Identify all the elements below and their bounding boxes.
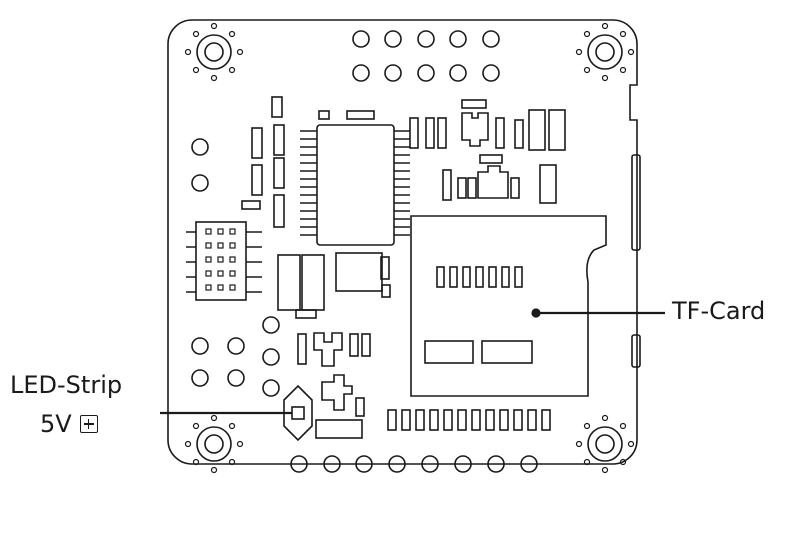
plus-in-box-icon: [79, 415, 98, 433]
led-strip-label: LED-Strip: [10, 371, 123, 399]
right-edge-connector-lower: [631, 334, 641, 368]
tf-card-slot: [410, 215, 607, 397]
led-voltage-row: 5V: [40, 412, 98, 436]
led-voltage-label: 5V: [40, 410, 72, 438]
main-ic-chip: [300, 110, 410, 246]
mount-hole-bottom-left: [196, 426, 232, 462]
mount-hole-top-right: [587, 34, 623, 70]
mount-hole-bottom-right: [587, 426, 623, 462]
mount-hole-vias: [184, 22, 635, 474]
top-pad-row-1: [352, 30, 500, 48]
callout-lines: [160, 308, 665, 415]
mount-hole-top-left: [196, 34, 232, 70]
lower-left-components: [297, 332, 371, 439]
tf-card-label: TF-Card: [672, 297, 766, 325]
left-side-pads: [191, 138, 280, 397]
bottom-smd-row: [387, 409, 551, 431]
tf-card-callout-dot: [531, 308, 541, 318]
tf-card-pins: [436, 266, 523, 288]
board-outline: [167, 19, 638, 465]
middle-passive-components: [277, 252, 391, 319]
left-smd-components: [241, 96, 285, 228]
right-edge-connector-upper: [631, 154, 641, 251]
upper-right-components: [409, 99, 566, 204]
bottom-pad-row: [290, 455, 538, 473]
pin-header-connector: [186, 221, 262, 301]
top-pad-row-2: [352, 64, 500, 82]
